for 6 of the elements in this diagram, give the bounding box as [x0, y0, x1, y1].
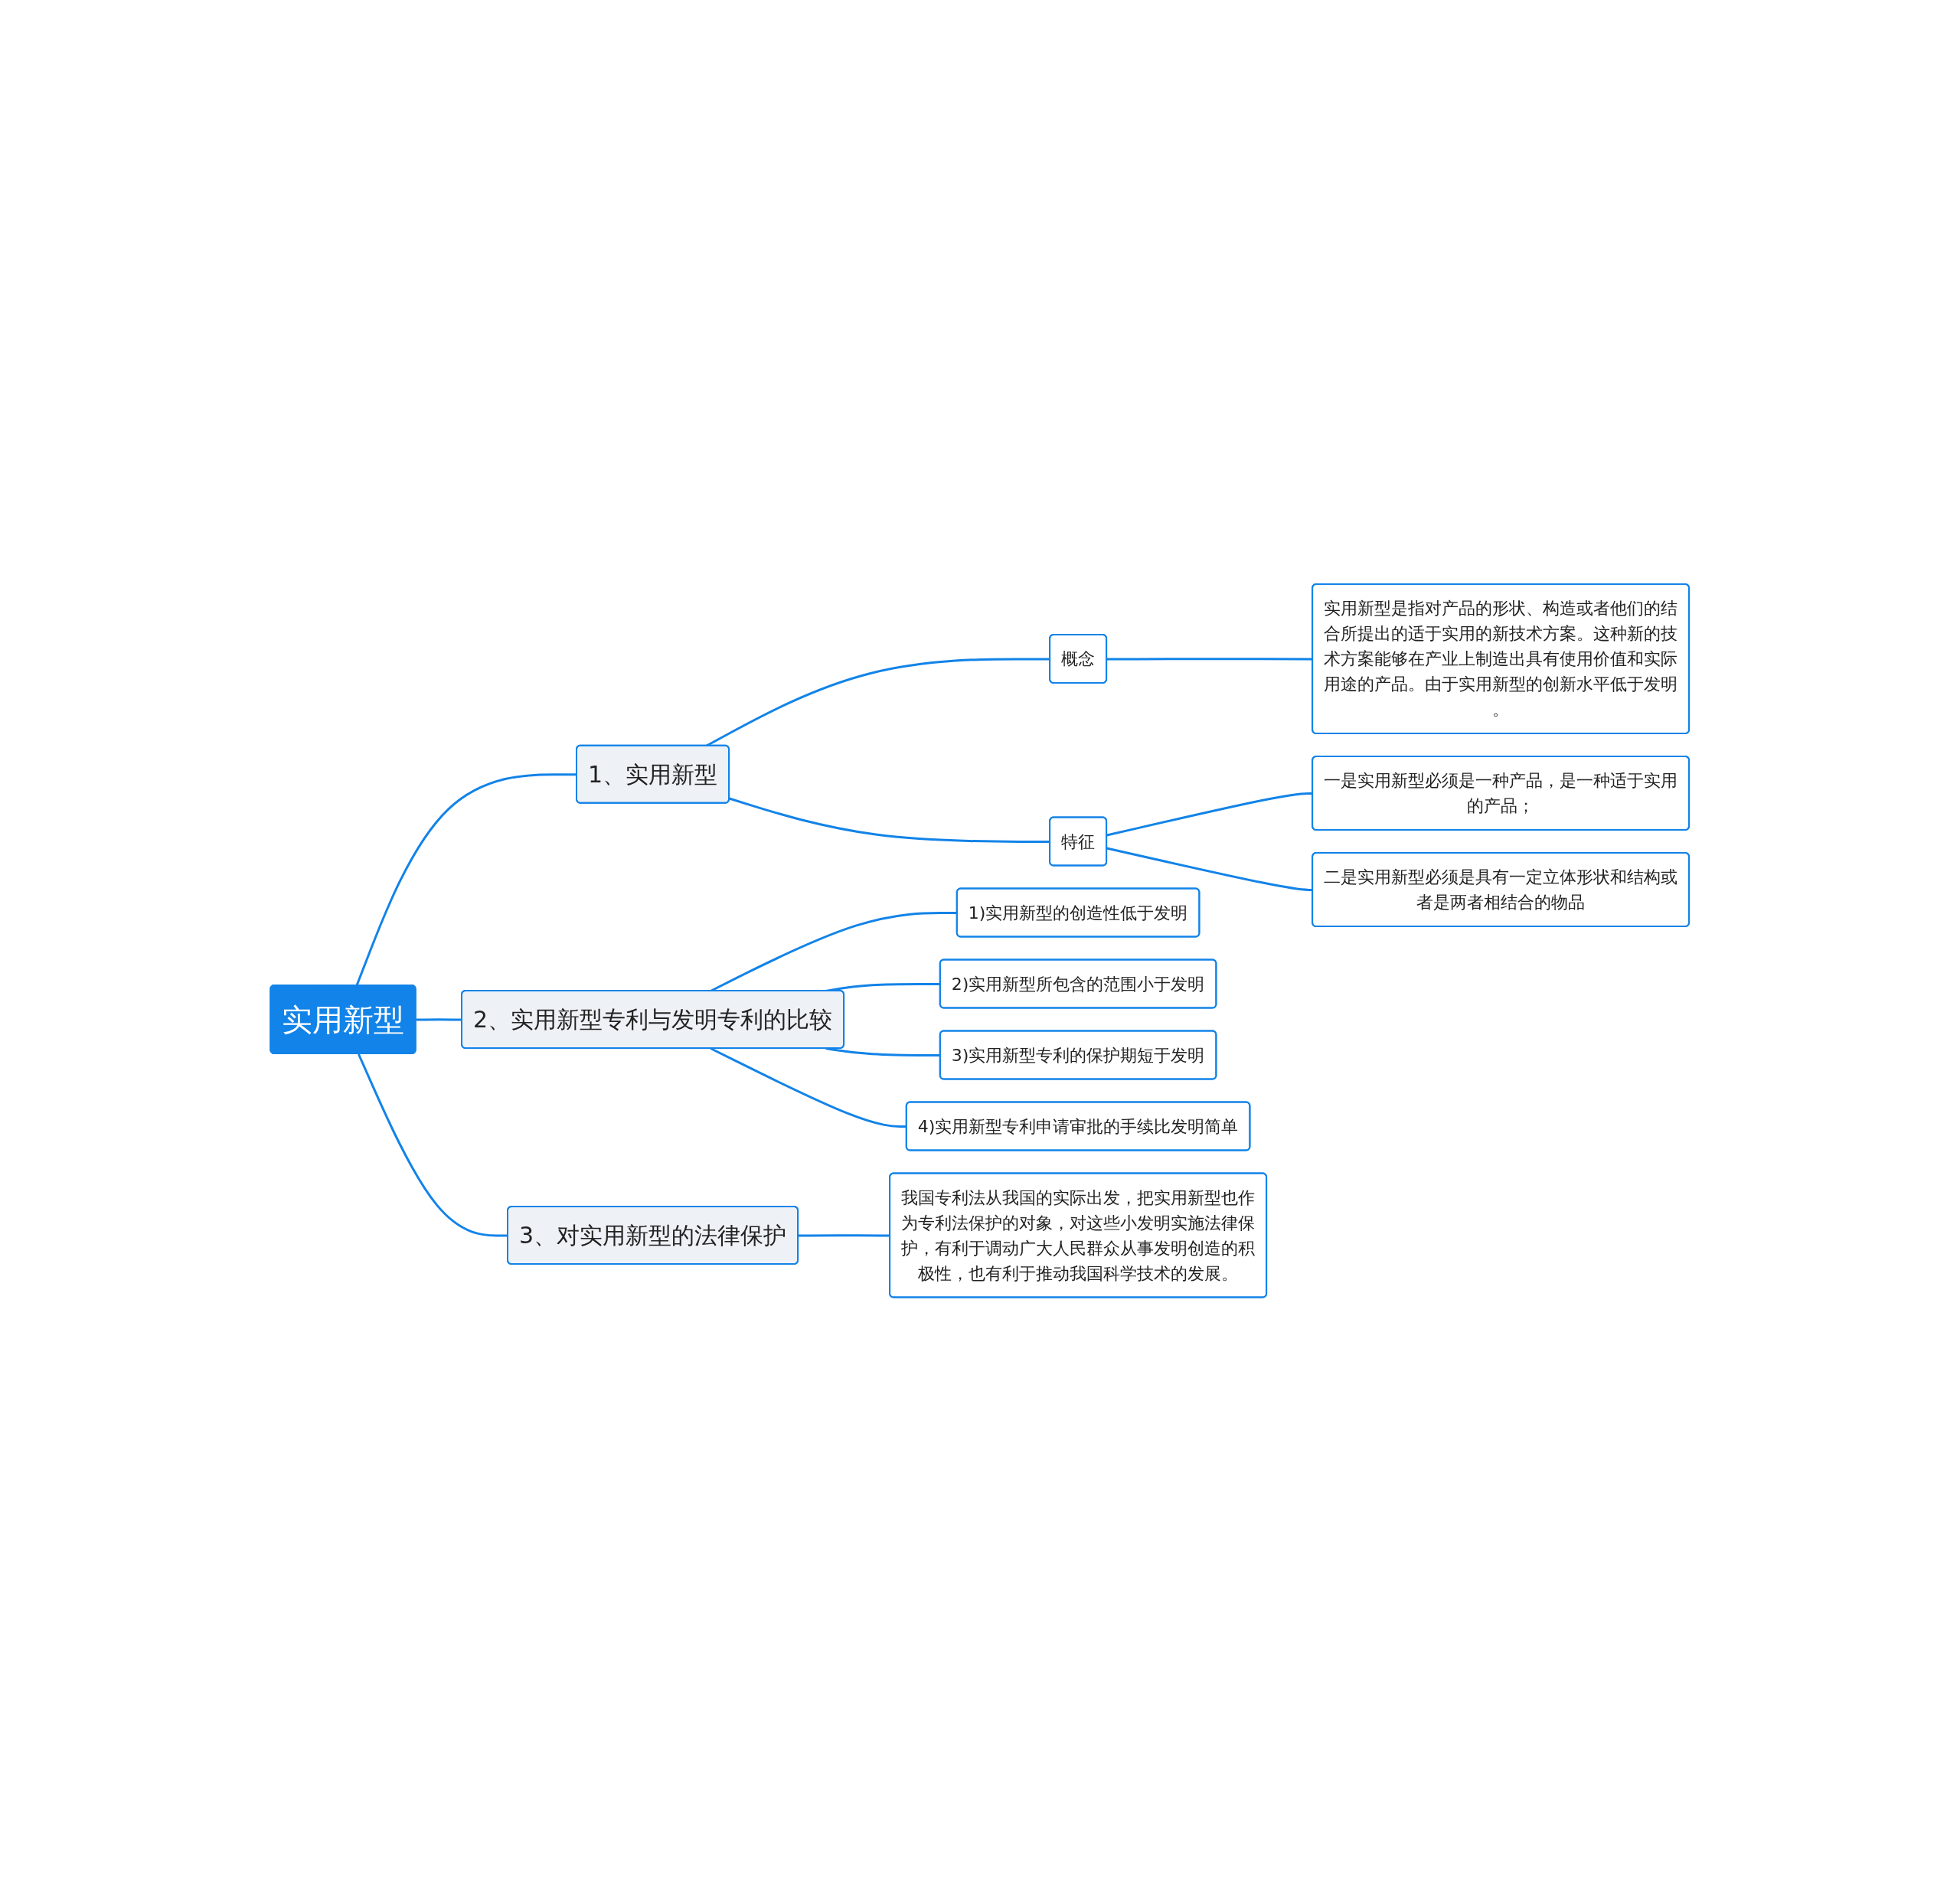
connector: [356, 772, 577, 986]
connector: [416, 1017, 462, 1021]
connector: [358, 1053, 508, 1237]
connector: [710, 911, 958, 992]
connector: [825, 1047, 941, 1056]
connector: [710, 1047, 907, 1128]
